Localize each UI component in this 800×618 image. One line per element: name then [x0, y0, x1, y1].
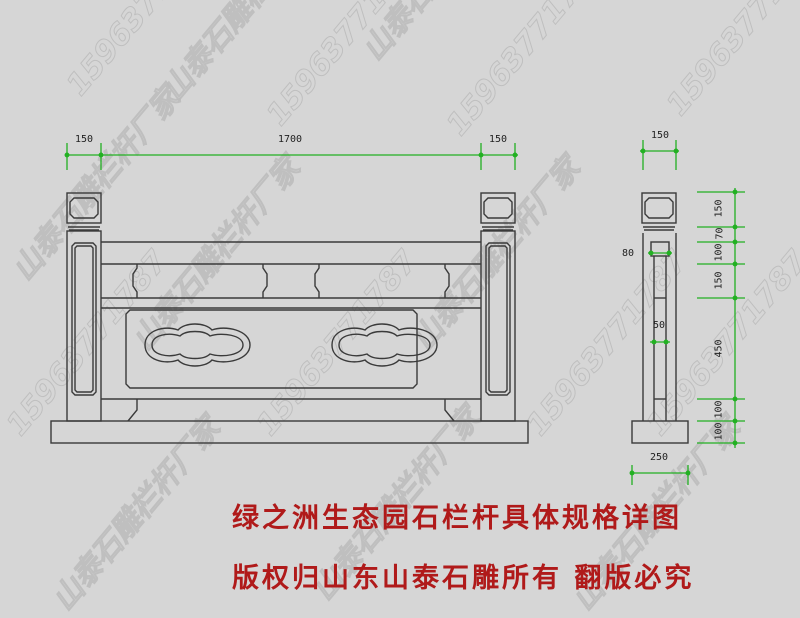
- dim-inner-rail-width: 80: [622, 248, 635, 259]
- dim-height-short-baluster: 150: [713, 271, 725, 290]
- left-post-shaft: [66, 230, 102, 422]
- dim-base-width: 250: [650, 452, 669, 463]
- dim-height-base: 100: [713, 422, 725, 441]
- railing-drawing: [50, 140, 745, 485]
- dim-right-post-width: 150: [489, 134, 508, 145]
- dim-side-post-width: 150: [651, 130, 670, 141]
- drawing-title: 绿之洲生态园石栏杆具体规格详图: [232, 503, 682, 534]
- side-top-rail: [650, 241, 670, 257]
- right-cloud-medallion: [331, 323, 438, 367]
- dim-height-cap: 150: [713, 199, 725, 218]
- left-cloud-medallion: [144, 323, 251, 367]
- front-carved-panel: [125, 309, 418, 389]
- dim-height-neck: 70: [714, 227, 726, 240]
- dim-left-post-width: 150: [75, 134, 94, 145]
- right-post-cap: [480, 192, 516, 224]
- dim-height-panel: 450: [713, 339, 725, 358]
- right-post-shaft: [480, 230, 516, 422]
- dim-height-top-rail: 100: [713, 243, 725, 262]
- dim-height-bottom-rail: 100: [713, 400, 725, 419]
- side-post-cap: [641, 192, 677, 224]
- side-base: [631, 420, 689, 444]
- front-base-slab: [50, 420, 529, 444]
- left-post-cap: [66, 192, 102, 224]
- dim-baluster-width: 50: [653, 320, 666, 331]
- copyright-notice: 版权归山东山泰石雕所有 翻版必究: [232, 563, 695, 594]
- dim-panel-length: 1700: [278, 134, 303, 145]
